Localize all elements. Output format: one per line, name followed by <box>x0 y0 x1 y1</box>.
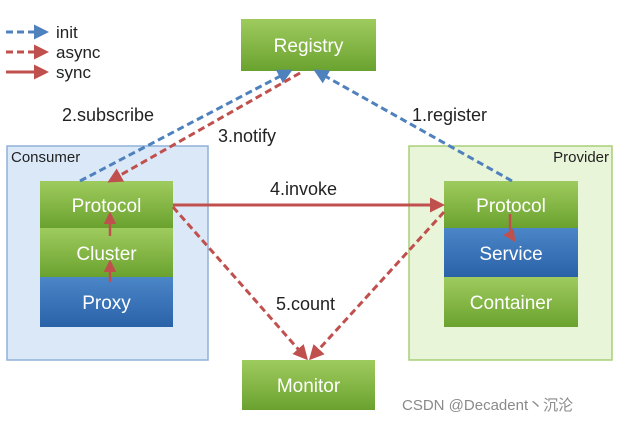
consumer-protocol-label: Protocol <box>72 196 142 217</box>
invoke-label: 4.invoke <box>270 179 337 199</box>
register-edge <box>313 69 513 183</box>
consumer-title: Consumer <box>11 149 80 166</box>
registry-label: Registry <box>274 36 344 57</box>
legend-async-label: async <box>56 43 101 62</box>
consumer-proxy-box <box>40 277 173 327</box>
subscribe-edge <box>79 69 293 183</box>
legend-sync-label: sync <box>56 63 91 82</box>
monitor-label: Monitor <box>277 376 341 397</box>
provider-protocol-label: Protocol <box>476 196 546 217</box>
registry-node: Registry <box>241 19 376 71</box>
provider-title: Provider <box>553 149 609 166</box>
consumer-proxy-label: Proxy <box>82 293 131 314</box>
provider-service-label: Service <box>479 244 542 265</box>
notify-label: 3.notify <box>218 126 276 146</box>
monitor-node: Monitor <box>242 360 375 410</box>
consumer-cluster-label: Cluster <box>76 244 137 265</box>
subscribe-label: 2.subscribe <box>62 105 154 125</box>
provider-container-box <box>444 277 578 327</box>
monitor-box <box>242 360 375 410</box>
consumer-panel: Consumer Protocol Cluster Proxy <box>6 145 209 361</box>
count-edge-consumer <box>171 206 308 361</box>
provider-panel: Provider Protocol Service Container <box>408 145 613 361</box>
provider-container-label: Container <box>470 293 553 314</box>
legend-init-label: init <box>56 23 78 42</box>
legend: init async sync <box>6 23 101 82</box>
registry-box <box>241 19 376 71</box>
register-label: 1.register <box>412 105 487 125</box>
count-label: 5.count <box>276 294 335 314</box>
notify-edge <box>107 71 301 183</box>
protocol-to-service-arrow <box>503 214 516 243</box>
watermark: CSDN @Decadent丶沉沦 <box>402 397 573 414</box>
